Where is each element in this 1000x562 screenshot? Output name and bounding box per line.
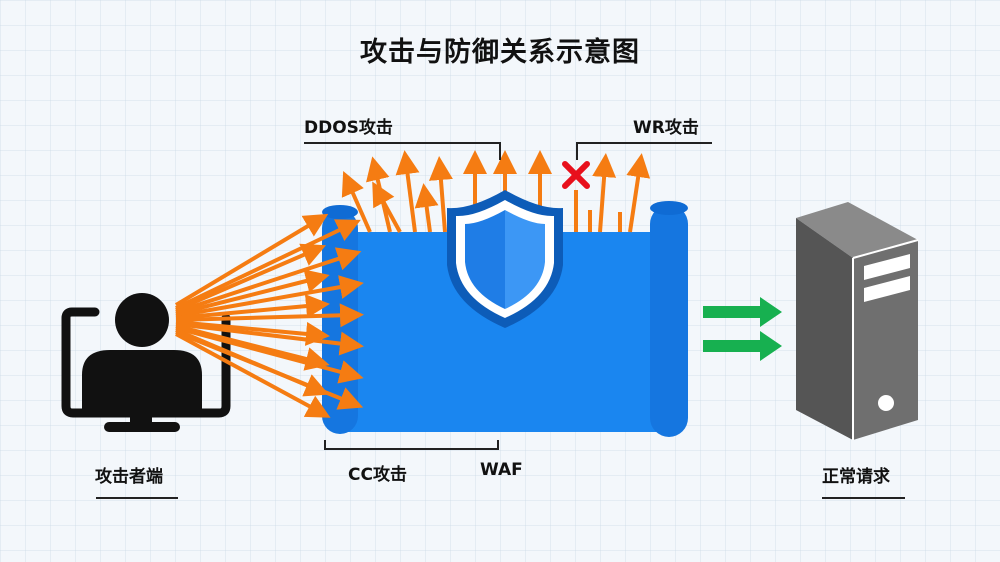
ddos-attack-arrows	[341, 150, 651, 233]
right-roller	[650, 205, 688, 437]
normal-request-label: 正常请求	[822, 467, 890, 487]
cc-attack-arrows	[174, 213, 364, 418]
leader-lines	[96, 142, 905, 499]
shield-icon	[447, 190, 563, 328]
wr-label: WR攻击	[633, 118, 699, 138]
diagram-title: 攻击与防御关系示意图	[360, 37, 640, 68]
computer-user-icon	[61, 293, 231, 432]
ddos-label: DDOS攻击	[304, 118, 393, 138]
server-tower-icon	[796, 202, 919, 440]
left-roller	[322, 210, 358, 434]
normal-request-arrows	[703, 297, 782, 361]
cc-label: CC攻击	[348, 465, 407, 485]
x-mark-icon	[562, 161, 590, 189]
attacker-label: 攻击者端	[95, 467, 163, 487]
waf-label: WAF	[480, 460, 523, 480]
